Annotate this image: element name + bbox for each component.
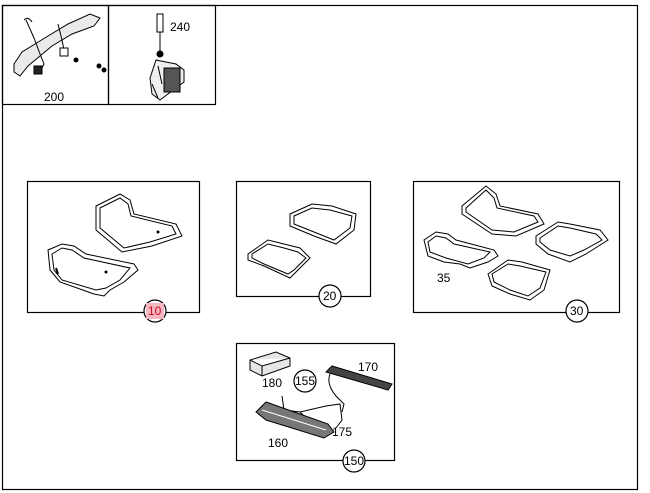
callout-30: 30 <box>570 304 584 318</box>
callout-175: 175 <box>332 425 352 439</box>
callout-20-circle <box>318 284 342 308</box>
callout-240: 240 <box>170 20 190 34</box>
callout-150: 150 <box>344 454 364 468</box>
floor-mat-pair-drawing-20 <box>247 203 357 279</box>
part-box-150[interactable]: 180 170 155 175 160 150 <box>235 342 396 473</box>
bracket-drawing-200 <box>13 13 107 77</box>
handle-drawing-240 <box>149 13 185 101</box>
callout-20: 20 <box>323 289 337 303</box>
outer-frame <box>1 4 639 491</box>
callout-30-circle <box>565 299 589 323</box>
callout-10-highlight[interactable]: 10 <box>143 299 167 323</box>
callout-170: 170 <box>358 360 378 374</box>
floor-mat-pair-drawing-10 <box>47 193 183 297</box>
sill-light-drawing-150 <box>249 351 393 439</box>
callout-160: 160 <box>268 436 288 450</box>
part-box-20[interactable]: 20 <box>235 180 372 308</box>
callout-10: 10 <box>148 304 162 318</box>
callout-155-circle <box>293 369 317 393</box>
part-box-200[interactable]: 200 <box>1 4 110 106</box>
floor-mat-set-drawing-30 <box>423 185 609 301</box>
part-box-10[interactable]: 10 <box>26 180 201 323</box>
part-box-30[interactable]: 35 30 <box>412 180 621 323</box>
callout-180: 180 <box>262 376 282 390</box>
part-box-240[interactable]: 240 <box>107 4 217 106</box>
callout-155: 155 <box>295 374 315 388</box>
callout-150-circle <box>342 449 366 473</box>
callout-35: 35 <box>437 271 451 285</box>
callout-200: 200 <box>44 90 64 104</box>
